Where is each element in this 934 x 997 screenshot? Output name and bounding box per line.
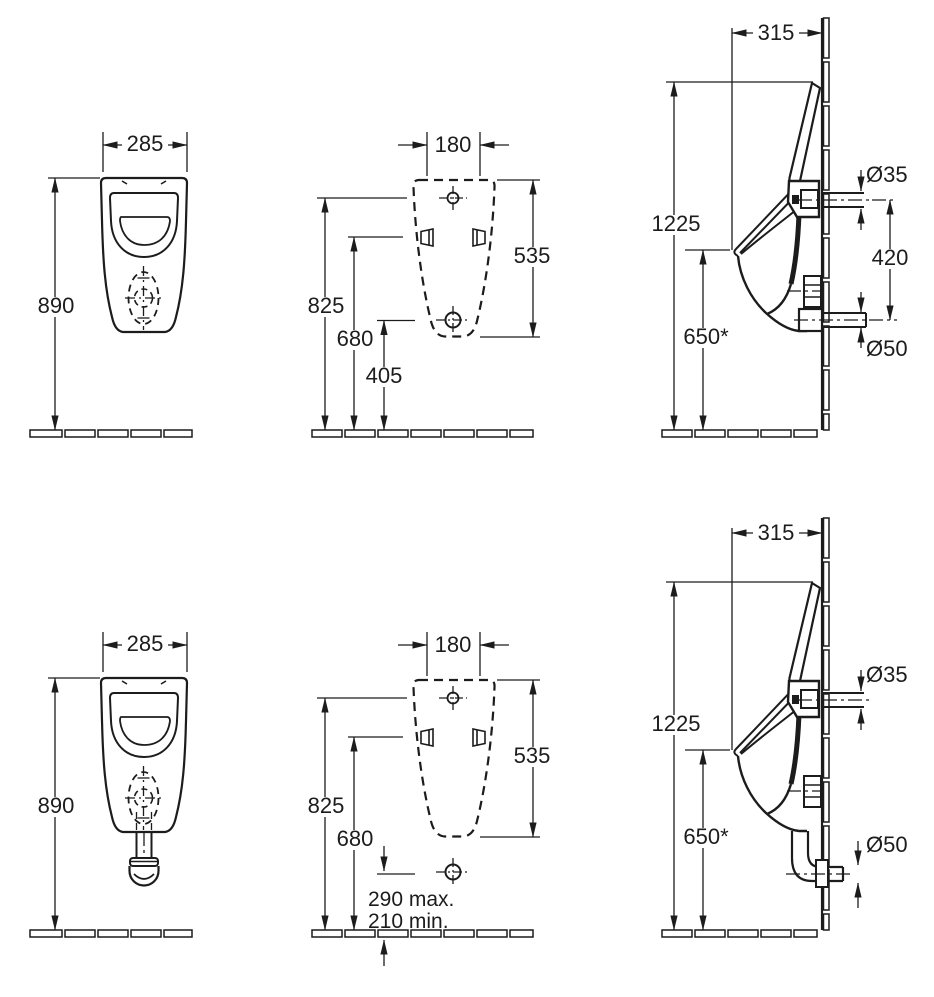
dim-inlet-diameter: Ø35 bbox=[866, 662, 908, 687]
row2-front-siphon bbox=[128, 812, 160, 887]
dim-fixing-height: 680 bbox=[337, 326, 374, 351]
dim-front-height: 890 bbox=[38, 293, 75, 318]
dim-template-width: 180 bbox=[435, 632, 472, 657]
dim-inlet-to-outlet: 420 bbox=[872, 245, 909, 270]
dim-depth: 315 bbox=[758, 20, 795, 45]
dim-total-height: 1225 bbox=[652, 211, 701, 236]
dim-outlet-height: 405 bbox=[366, 363, 403, 388]
dim-depth: 315 bbox=[758, 520, 795, 545]
front-view bbox=[30, 632, 192, 937]
dim-outlet-diameter: Ø50 bbox=[866, 336, 908, 361]
row2-template-outlet-dim bbox=[377, 846, 472, 966]
dim-inlet-height: 825 bbox=[308, 793, 345, 818]
dim-front-width: 285 bbox=[127, 131, 164, 156]
dim-template-height: 535 bbox=[514, 743, 551, 768]
row1-labels: 285 890 180 535 825 680 405 315 1225 650… bbox=[33, 20, 913, 388]
row2-labels: 285 890 180 535 825 680 290 max. 210 min… bbox=[33, 520, 908, 933]
dim-total-height: 1225 bbox=[652, 711, 701, 736]
dim-front-height: 890 bbox=[38, 793, 75, 818]
dim-rim-height: 650* bbox=[683, 824, 729, 849]
front-view bbox=[30, 132, 192, 437]
dim-outlet-min: 210 min. bbox=[368, 910, 449, 933]
row1-wall-outlet-variant: 285 890 180 535 825 680 405 315 1225 650… bbox=[30, 18, 913, 437]
dim-rim-height: 650* bbox=[683, 324, 729, 349]
dim-template-height: 535 bbox=[514, 243, 551, 268]
dim-front-width: 285 bbox=[127, 631, 164, 656]
row2-drain-elbow bbox=[786, 831, 862, 908]
dim-template-width: 180 bbox=[435, 132, 472, 157]
dim-outlet-diameter: Ø50 bbox=[866, 832, 908, 857]
dim-inlet-diameter: Ø35 bbox=[866, 162, 908, 187]
dim-inlet-height: 825 bbox=[308, 293, 345, 318]
dim-fixing-height: 680 bbox=[337, 826, 374, 851]
row2-bottom-outlet-variant: 285 890 180 535 825 680 290 max. 210 min… bbox=[30, 518, 908, 966]
dim-outlet-max: 290 max. bbox=[368, 888, 454, 911]
mounting-template-view bbox=[312, 132, 540, 437]
row1-wall-outlet bbox=[794, 199, 897, 348]
